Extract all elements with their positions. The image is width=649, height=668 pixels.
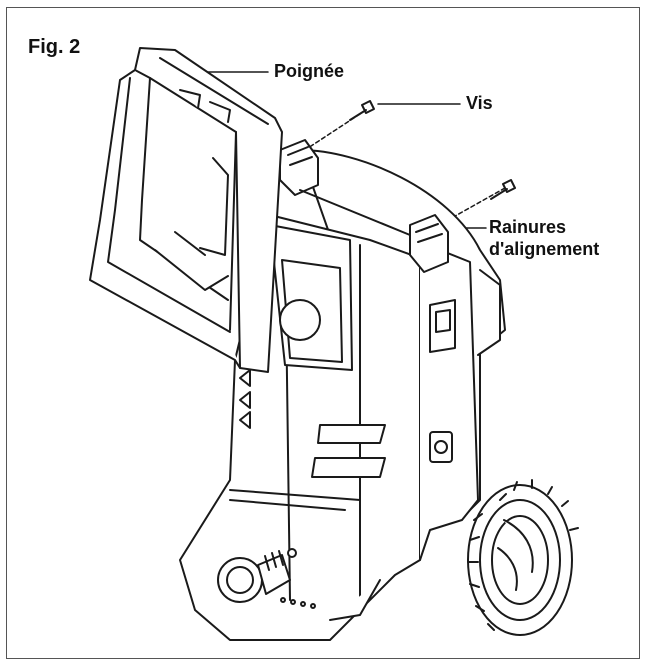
main-body [179,214,479,641]
handle [89,47,283,373]
screw-icon [349,100,516,200]
screws-callout: Vis [466,93,493,113]
handle-callout: Poignée [274,61,345,81]
figure-number: Fig. 2 [28,36,81,58]
wheel [467,479,579,636]
figure-frame [6,7,640,659]
alignment-grooves-callout-line2: d'alignement [489,239,600,259]
alignment-grooves-callout: Rainures d'alignement [489,216,599,260]
alignment-grooves [279,139,449,273]
alignment-grooves-callout-line1: Rainures [489,217,567,237]
